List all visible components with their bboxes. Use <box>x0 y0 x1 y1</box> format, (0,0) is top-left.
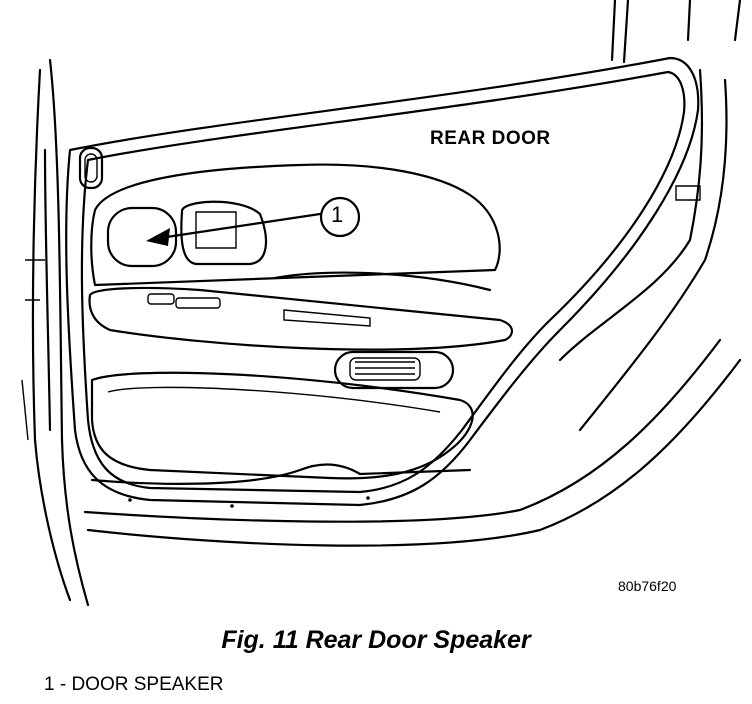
callout-1-circle <box>319 196 361 238</box>
upper-trim <box>90 163 501 287</box>
map-pocket <box>90 371 474 508</box>
figure-code: 80b76f20 <box>618 578 677 594</box>
body-frame-left <box>21 58 90 607</box>
door-panel-outline <box>65 56 742 547</box>
armrest-switches <box>88 271 513 351</box>
legend-item: 1 - DOOR SPEAKER <box>44 674 224 695</box>
courtesy-lamp <box>333 350 455 390</box>
door-lock-knob <box>78 146 104 190</box>
callout-1-number: 1 <box>331 202 344 227</box>
door-speaker-grille <box>106 206 178 268</box>
door-label: REAR DOOR <box>430 128 551 149</box>
figure-caption: Fig. 11 Rear Door Speaker <box>221 626 531 654</box>
rear-door-illustration <box>21 0 742 607</box>
body-frame-right <box>558 0 742 432</box>
